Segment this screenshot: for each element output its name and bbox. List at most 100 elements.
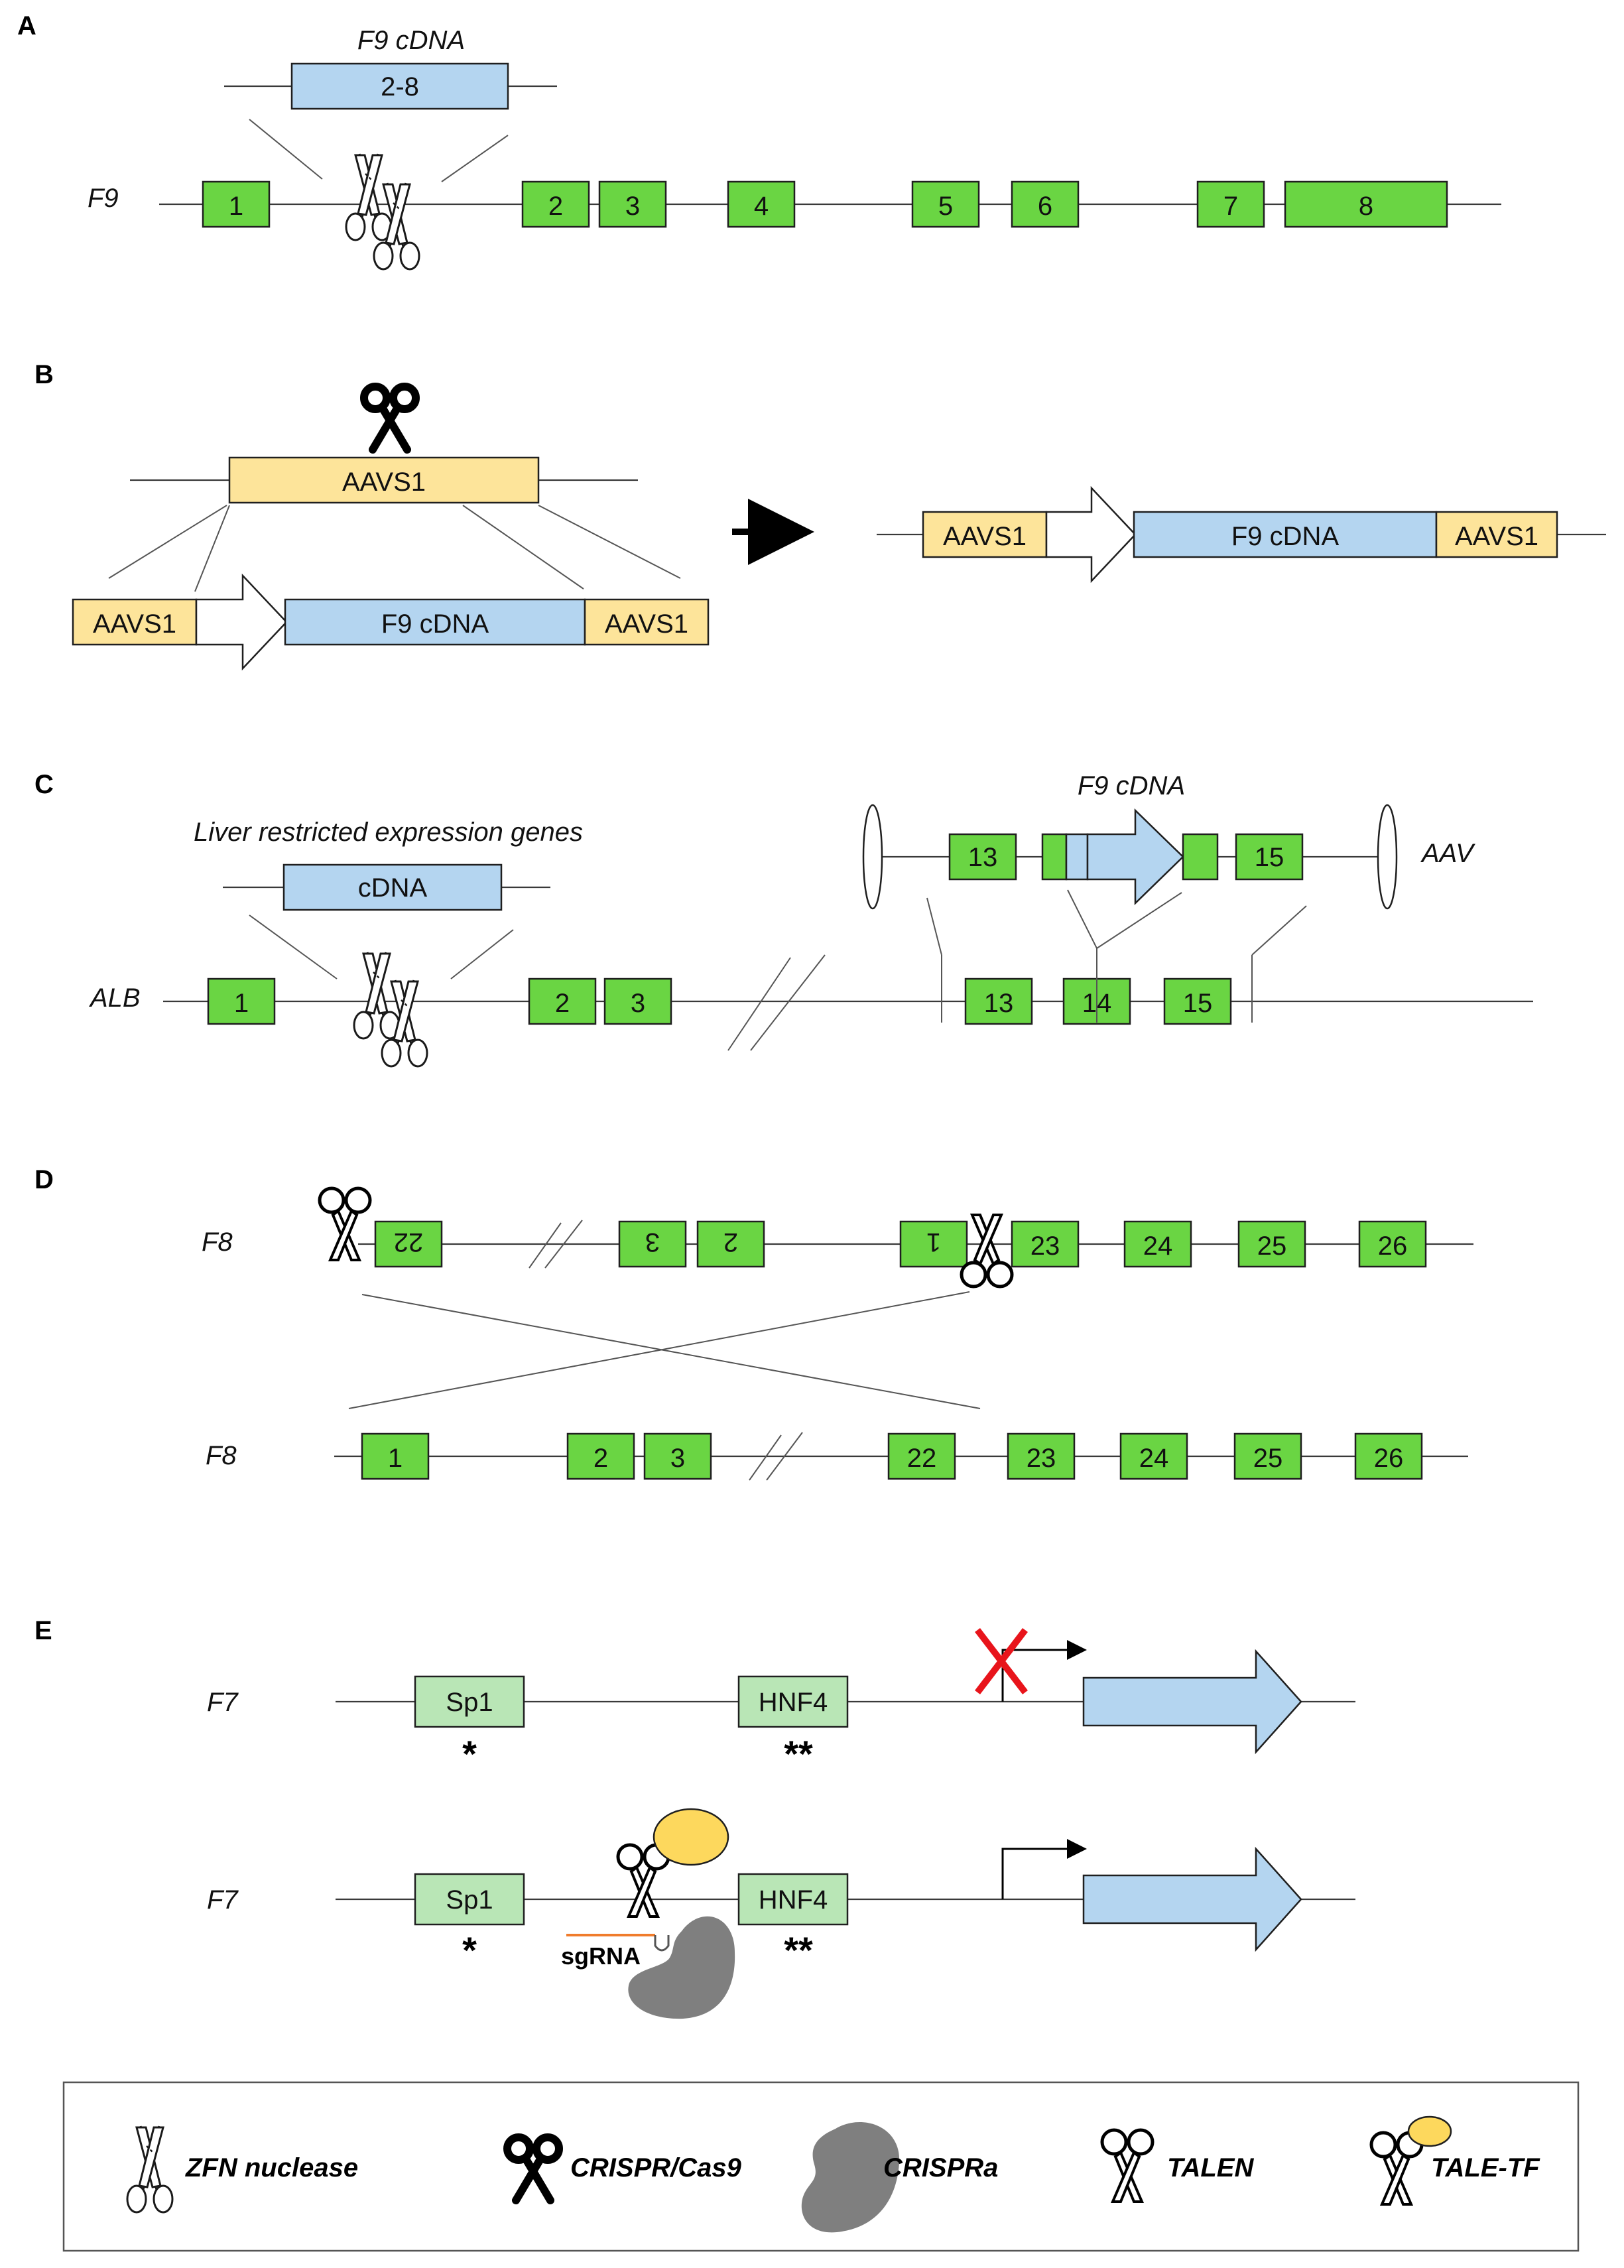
panel-e-sgrna-label: sgRNA [561, 1942, 641, 1970]
panel-c-itr-left [862, 804, 883, 910]
panel-a-exon-3-label: 3 [625, 192, 640, 221]
panel-d-bottom-break-2 [766, 1432, 803, 1481]
talen-scissors-icon [962, 1215, 1012, 1287]
panel-e-bottom-hnf4-box [737, 1873, 849, 1926]
panel-e-gene-top: F7 [207, 1688, 239, 1717]
crispra-blob-icon [628, 1916, 735, 2019]
panel-c-exon-3-label: 3 [631, 989, 645, 1018]
panel-a-exon-3 [598, 180, 667, 228]
panel-c-homology-right [450, 929, 514, 979]
panel-a-exon-4 [727, 180, 796, 228]
panel-c-gene-label: ALB [89, 983, 141, 1013]
panel-c-exon-3 [603, 977, 672, 1025]
panel-c-aav-homology-4 [1251, 905, 1307, 956]
panel-e-bottom-hnf4-label: HNF4 [759, 1885, 828, 1915]
panel-d: D F8 22 3 2 1 23 24 25 26 F8 1 2 3 [34, 1165, 1473, 1481]
panel-a-homology-right [441, 135, 509, 182]
panel-b-target-box [228, 456, 540, 504]
panel-e-gene-bottom: F7 [207, 1885, 239, 1915]
panel-a-exon-2 [521, 180, 590, 228]
panel-b-donor-cdna-label: F9 cDNA [381, 609, 489, 639]
panel-c-liver-title: Liver restricted expression genes [194, 818, 583, 847]
panel-c-aav-title: F9 cDNA [1078, 771, 1185, 800]
panel-b-homology-1 [108, 505, 227, 579]
crispr-cas9-scissors-icon [364, 387, 416, 450]
panel-c-aav-exon-14-left [1041, 833, 1068, 881]
panel-d-bottom-exon-1 [361, 1432, 430, 1480]
zfn-scissors-icon [353, 951, 401, 1040]
panel-d-bottom-exon-3-label: 3 [670, 1444, 685, 1473]
panel-e-top-hnf4-mark: ** [784, 1733, 813, 1775]
panel-a-cdna-title: F9 cDNA [357, 26, 465, 55]
panel-d-bottom-exon-25-label: 25 [1253, 1444, 1283, 1473]
panel-c-aav-exon-13-label: 13 [968, 843, 998, 872]
panel-b-donor-left-box [72, 598, 198, 646]
panel-b-donor-right-label: AAVS1 [605, 609, 688, 639]
tale-tf-icon [618, 1808, 729, 1917]
panel-d-bottom-exon-23-label: 23 [1027, 1444, 1056, 1473]
panel-b-result-cdna-label: F9 cDNA [1231, 522, 1340, 551]
panel-a-exon-8 [1284, 180, 1448, 228]
panel-c-aav-homology-2 [1067, 889, 1097, 949]
panel-c-aav-exon-13 [948, 833, 1017, 881]
panel-d-top-exon-26 [1358, 1220, 1427, 1268]
panel-d-bottom-exon-1-label: 1 [388, 1444, 403, 1473]
panel-e-bottom-sp1-box [414, 1873, 525, 1926]
panel-a-cdna-label: 2-8 [381, 72, 419, 101]
panel-a-cdna-box [290, 62, 509, 110]
crispra-blob-icon [801, 2122, 900, 2233]
panel-d-bottom-exon-2 [566, 1432, 635, 1480]
panel-c-aav-exon-15 [1235, 833, 1304, 881]
panel-d-bottom-exon-2-label: 2 [593, 1444, 608, 1473]
panel-d-bottom-exon-22 [887, 1432, 956, 1480]
panel-d-letter: D [34, 1165, 54, 1194]
panel-a-exon-7 [1196, 180, 1265, 228]
panel-a-exon-6-label: 6 [1038, 192, 1052, 221]
panel-d-top-exon-25-label: 25 [1257, 1231, 1287, 1261]
panel-d-bottom-exon-22-label: 22 [907, 1444, 937, 1473]
panel-d-top-exon-26-label: 26 [1378, 1231, 1408, 1261]
panel-d-top-exon-24 [1123, 1220, 1192, 1268]
panel-c-aav-exon-14-right [1182, 833, 1219, 881]
panel-c-aav-cdna-arrow [1086, 808, 1184, 905]
panel-d-top-exon-25 [1237, 1220, 1306, 1268]
panel-c-cdna-label: cDNA [358, 873, 428, 903]
panel-c-exon-2 [528, 977, 597, 1025]
panel-a: A F9 cDNA 2-8 F9 1 2 3 4 5 6 7 8 [17, 11, 1501, 271]
panel-d-top-exon-23 [1011, 1220, 1080, 1268]
panel-c-aav-label: AAV [1420, 839, 1475, 868]
red-cross-icon [975, 1627, 1028, 1695]
panel-e-top-hnf4-box [737, 1675, 849, 1728]
legend-crispra-label: CRISPRa [883, 2153, 998, 2182]
panel-d-top-exon-3 [618, 1220, 687, 1268]
panel-e-letter: E [34, 1616, 52, 1645]
panel-c-break-1 [727, 957, 791, 1051]
panel-e-bottom-sp1-label: Sp1 [446, 1885, 493, 1915]
panel-b-result-cdna-box [1133, 511, 1438, 558]
panel-d-inversion-line-1 [361, 1294, 981, 1409]
panel-a-exon-5-label: 5 [938, 192, 953, 221]
panel-c-exon-15-label: 15 [1183, 989, 1213, 1018]
panel-d-inversion-line-2 [348, 1291, 970, 1409]
panel-d-top-exon-22 [374, 1220, 443, 1268]
panel-d-bottom-exon-24-label: 24 [1139, 1444, 1169, 1473]
panel-c-exon-1 [207, 977, 276, 1025]
panel-d-bottom-exon-25 [1233, 1432, 1302, 1480]
promoter-arrow-icon [195, 573, 288, 671]
panel-e-top-gene-arrow [1082, 1649, 1302, 1755]
panel-a-exon-8-label: 8 [1359, 192, 1373, 221]
panel-d-top-break-2 [544, 1220, 583, 1269]
panel-e: E F7 Sp1 * HNF4 ** F7 Sp1 * HNF4 ** [34, 1616, 1355, 2019]
panel-c-break-2 [750, 954, 826, 1051]
legend-zfn-label: ZFN nuclease [185, 2153, 358, 2182]
panel-c: C Liver restricted expression genes cDNA… [34, 770, 1533, 1068]
panel-d-bottom-exon-26-label: 26 [1374, 1444, 1404, 1473]
legend: ZFN nuclease CRISPR/Cas9 CRISPRa TALEN T… [62, 2081, 1580, 2252]
panel-c-cdna-box [282, 863, 503, 911]
panel-d-top-break-1 [529, 1222, 562, 1269]
panel-c-aav-homology-1 [926, 897, 942, 956]
panel-e-top-sp1-mark: * [462, 1733, 477, 1775]
panel-a-exon-4-label: 4 [754, 192, 769, 221]
legend-cas9-label: CRISPR/Cas9 [570, 2153, 742, 2182]
